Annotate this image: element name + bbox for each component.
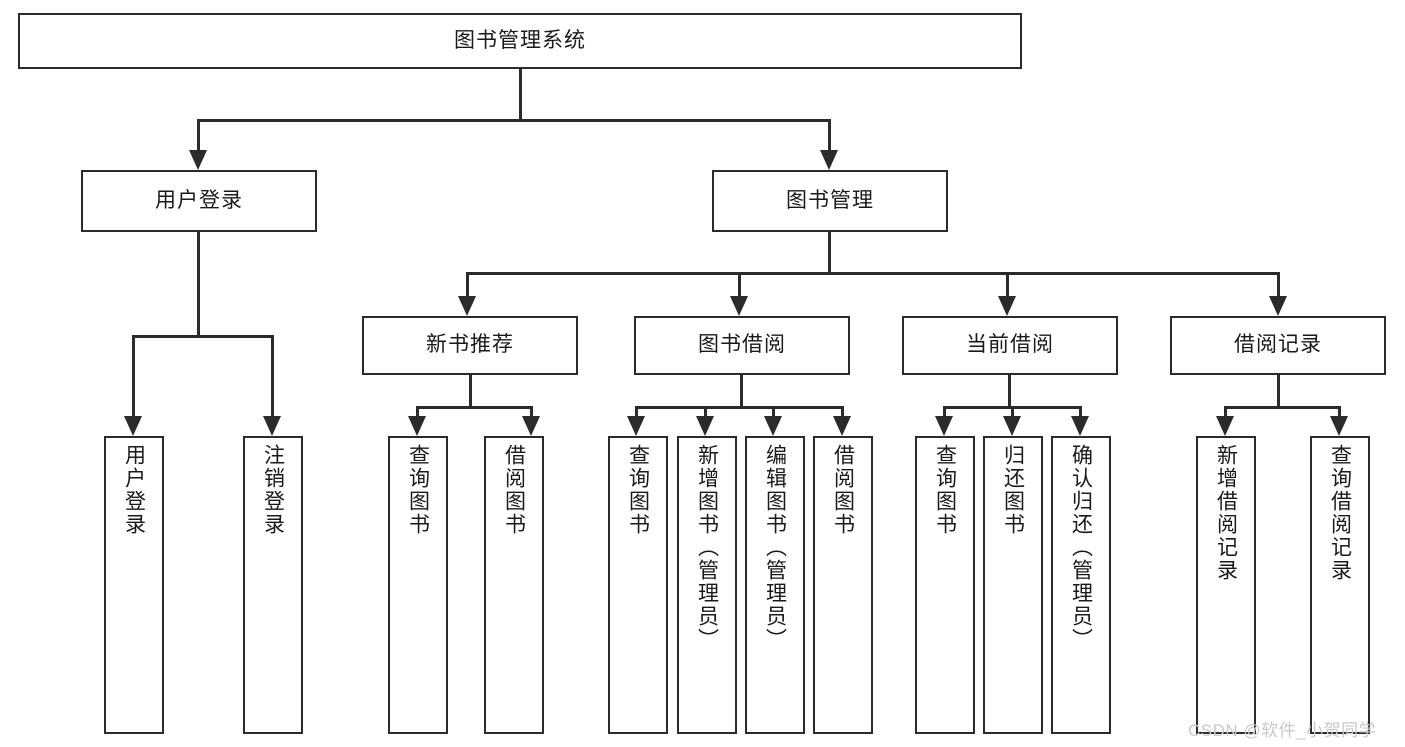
node-label: 借阅图书 (502, 444, 526, 536)
arrow-to-borrow-record (1269, 296, 1287, 316)
arrow-cb-leaf-2 (1003, 416, 1021, 436)
node-label: 当前借阅 (966, 333, 1054, 357)
arrow-bb-leaf-3 (764, 416, 782, 436)
arrow-cb-leaf-1 (935, 416, 953, 436)
arrow-nbr-leaf-1 (408, 416, 426, 436)
connector-root-bus (197, 119, 831, 122)
leaf-br-query-record[interactable]: 查询借阅记录 (1310, 436, 1370, 734)
node-current-borrow[interactable]: 当前借阅 (902, 316, 1118, 375)
node-label: 新增图书（管理员） (695, 444, 719, 651)
connector-book-management-bus (466, 272, 1280, 275)
connector-user-login-stem (197, 232, 200, 335)
node-user-login[interactable]: 用户登录 (81, 170, 317, 232)
watermark-csdn: CSDN @软件_小贺同学 (1188, 721, 1377, 740)
connector-br-drop-1 (1224, 406, 1227, 416)
arrow-nbr-leaf-2 (522, 416, 540, 436)
leaf-user-login[interactable]: 用户登录 (104, 436, 164, 734)
connector-nbr-drop-2 (530, 406, 533, 416)
node-label: 图书管理系统 (454, 28, 586, 52)
node-label: 用户登录 (155, 188, 243, 212)
node-label: 新书推荐 (426, 333, 514, 357)
node-label: 查询图书 (406, 444, 430, 536)
connector-br-drop-2 (1338, 406, 1341, 416)
connector-bm-drop-4 (1277, 272, 1280, 296)
arrow-bb-leaf-2 (696, 416, 714, 436)
connector-user-login-bus (132, 335, 271, 338)
node-label: 归还图书 (1001, 444, 1025, 536)
node-label: 注销登录 (261, 444, 285, 536)
connector-user-login-drop-2 (271, 335, 274, 416)
leaf-bb-borrow-book[interactable]: 借阅图书 (813, 436, 873, 734)
node-book-borrow[interactable]: 图书借阅 (634, 316, 850, 375)
node-label: 查询图书 (933, 444, 957, 536)
connector-cb-drop-2 (1011, 406, 1014, 416)
leaf-logout[interactable]: 注销登录 (243, 436, 303, 734)
arrow-to-leaf-logout (263, 416, 281, 436)
node-new-book-recommend[interactable]: 新书推荐 (362, 316, 578, 375)
connector-nbr-drop-1 (416, 406, 419, 416)
connector-br-bus (1224, 406, 1340, 409)
leaf-bb-query-book[interactable]: 查询图书 (608, 436, 668, 734)
connector-cb-drop-3 (1079, 406, 1082, 416)
arrow-cb-leaf-3 (1071, 416, 1089, 436)
arrow-to-leaf-user-login (124, 416, 142, 436)
connector-bm-drop-1 (466, 272, 469, 296)
node-label: 新增借阅记录 (1214, 444, 1238, 582)
node-label: 用户登录 (122, 444, 146, 536)
connector-bb-bus (635, 406, 844, 409)
leaf-cb-query-book[interactable]: 查询图书 (915, 436, 975, 734)
connector-nbr-bus (416, 406, 532, 409)
arrow-to-current-borrow (998, 296, 1016, 316)
connector-nbr-stem (469, 375, 472, 406)
connector-bm-drop-2 (738, 272, 741, 296)
leaf-bb-add-book-admin[interactable]: 新增图书（管理员） (677, 436, 737, 734)
leaf-cb-confirm-return-admin[interactable]: 确认归还（管理员） (1051, 436, 1111, 734)
node-label: 查询借阅记录 (1328, 444, 1352, 582)
arrow-br-leaf-1 (1216, 416, 1234, 436)
connector-bb-drop-3 (772, 406, 775, 416)
node-label: 查询图书 (626, 444, 650, 536)
node-book-management[interactable]: 图书管理 (712, 170, 948, 232)
connector-bb-drop-2 (704, 406, 707, 416)
node-root-library-management-system[interactable]: 图书管理系统 (18, 13, 1022, 69)
node-label: 确认归还（管理员） (1069, 444, 1093, 651)
connector-bb-stem (740, 375, 743, 406)
node-label: 编辑图书（管理员） (763, 444, 787, 651)
connector-br-stem (1277, 375, 1280, 406)
node-label: 图书管理 (786, 188, 874, 212)
connector-user-login-drop-1 (132, 335, 135, 416)
arrow-bb-leaf-1 (627, 416, 645, 436)
node-borrow-record[interactable]: 借阅记录 (1170, 316, 1386, 375)
connector-root-stem (519, 69, 522, 119)
connector-bb-drop-1 (635, 406, 638, 416)
arrow-bb-leaf-4 (833, 416, 851, 436)
leaf-br-add-record[interactable]: 新增借阅记录 (1196, 436, 1256, 734)
connector-bb-drop-4 (841, 406, 844, 416)
arrow-br-leaf-2 (1330, 416, 1348, 436)
leaf-bb-edit-book-admin[interactable]: 编辑图书（管理员） (745, 436, 805, 734)
arrow-root-to-book-management (820, 150, 838, 170)
leaf-nbr-query-book[interactable]: 查询图书 (388, 436, 448, 734)
connector-root-drop-1 (197, 119, 200, 150)
connector-cb-stem (1008, 375, 1011, 406)
connector-root-drop-2 (828, 119, 831, 150)
arrow-root-to-user-login (189, 150, 207, 170)
connector-cb-drop-1 (943, 406, 946, 416)
node-label: 借阅记录 (1234, 333, 1322, 357)
node-label: 借阅图书 (831, 444, 855, 536)
arrow-to-new-book-recommend (458, 296, 476, 316)
connector-book-management-stem (828, 232, 831, 272)
node-label: 图书借阅 (698, 333, 786, 357)
leaf-cb-return-book[interactable]: 归还图书 (983, 436, 1043, 734)
leaf-nbr-borrow-book[interactable]: 借阅图书 (484, 436, 544, 734)
connector-bm-drop-3 (1006, 272, 1009, 296)
arrow-to-book-borrow (730, 296, 748, 316)
